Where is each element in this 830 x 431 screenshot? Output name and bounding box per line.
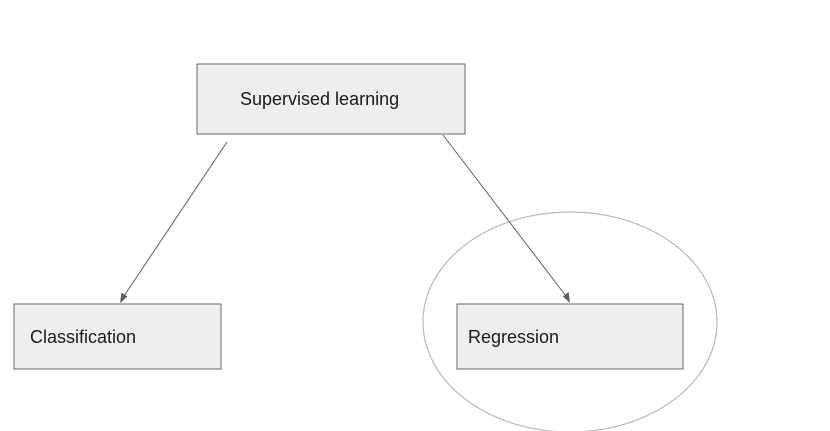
node-label-regression: Regression: [468, 327, 559, 347]
edge-line: [123, 141, 228, 297]
node-box: [196, 63, 466, 135]
node-regression[interactable]: Regression: [456, 303, 684, 370]
edge-root-to-classification: [120, 141, 228, 303]
node-box: [456, 303, 684, 370]
node-label-classification: Classification: [30, 327, 136, 347]
highlight-ellipse: [422, 211, 718, 431]
node-classification[interactable]: Classification: [13, 303, 222, 370]
arrow-head-icon: [120, 292, 128, 303]
node-box: [13, 303, 222, 370]
node-supervised-learning[interactable]: Supervised learning: [196, 63, 466, 135]
edge-line: [442, 134, 567, 297]
edge-root-to-regression: [442, 134, 570, 303]
node-label-supervised-learning: Supervised learning: [240, 89, 399, 109]
arrow-head-icon: [562, 292, 570, 303]
